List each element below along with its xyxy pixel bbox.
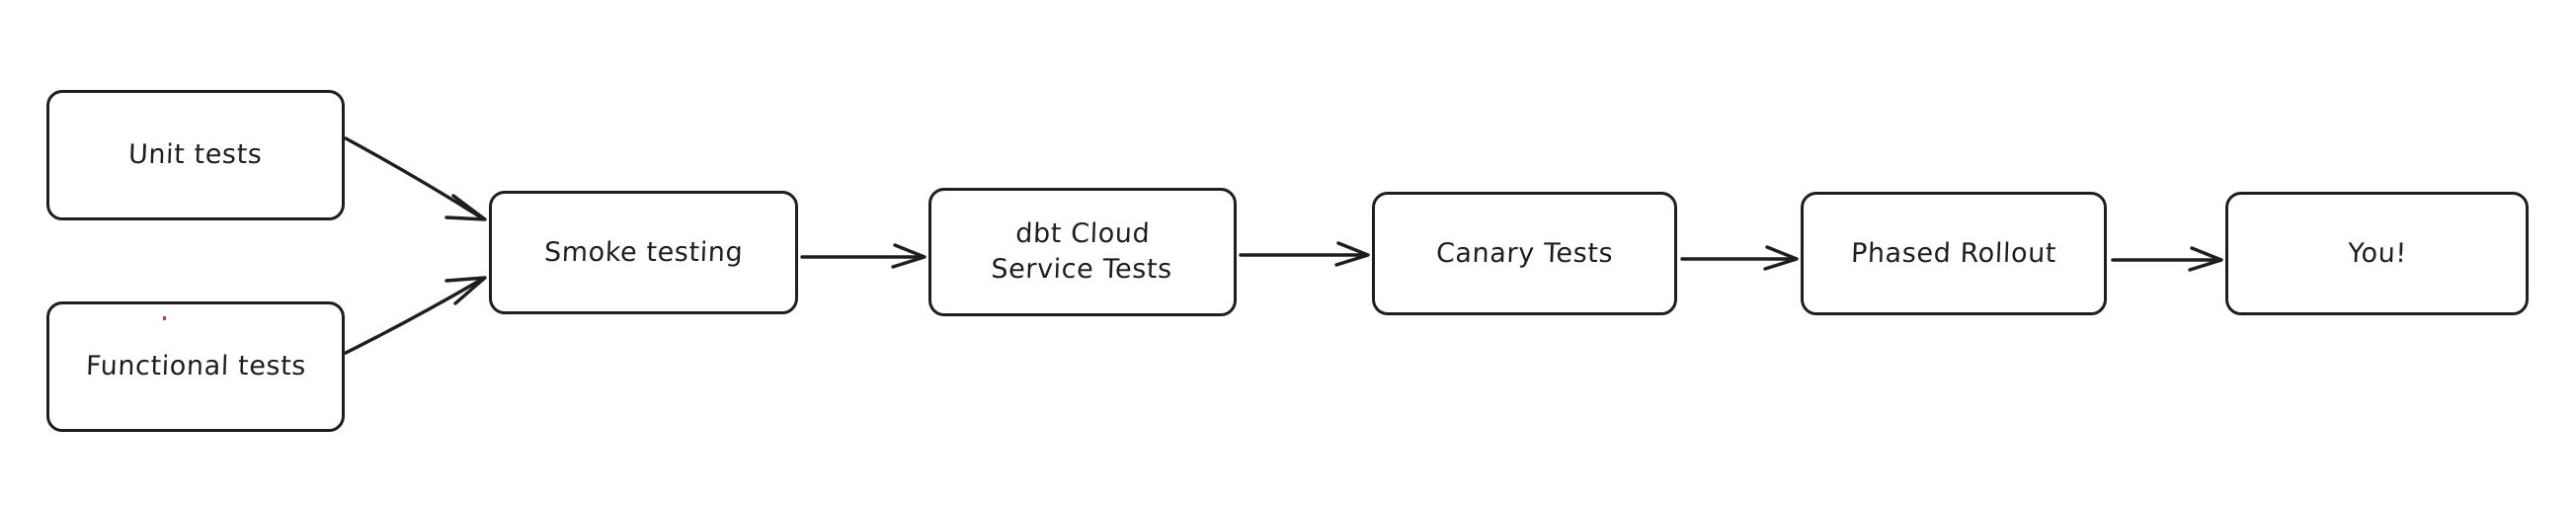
node-label: Phased Rollout (1850, 237, 2057, 269)
node-label: Canary Tests (1435, 237, 1614, 269)
edge-smoke-to-dbt (800, 243, 926, 269)
node-phased-rollout[interactable]: Phased Rollout (1801, 192, 2107, 315)
edge-dbt-to-canary (1239, 241, 1370, 267)
node-label: You! (2347, 237, 2407, 269)
node-unit-tests[interactable]: Unit tests (46, 90, 345, 220)
edge-functional-to-smoke (344, 276, 487, 355)
node-canary-tests[interactable]: Canary Tests (1372, 192, 1677, 315)
node-functional-tests[interactable]: Functional tests (46, 301, 345, 432)
node-smoke-testing[interactable]: Smoke testing (489, 191, 798, 314)
edge-phased-to-you (2111, 246, 2223, 272)
node-label: Smoke testing (543, 236, 744, 268)
edge-canary-to-phased (1680, 245, 1799, 271)
edge-unit-to-smoke (344, 136, 487, 221)
node-label: Functional tests (84, 351, 307, 382)
node-you[interactable]: You! (2225, 192, 2529, 315)
node-dbt-cloud-service-tests[interactable]: dbt Cloud Service Tests (928, 188, 1237, 316)
red-speck-artifact (163, 316, 166, 320)
node-label: Unit tests (127, 139, 264, 171)
node-label: dbt Cloud Service Tests (991, 218, 1173, 285)
